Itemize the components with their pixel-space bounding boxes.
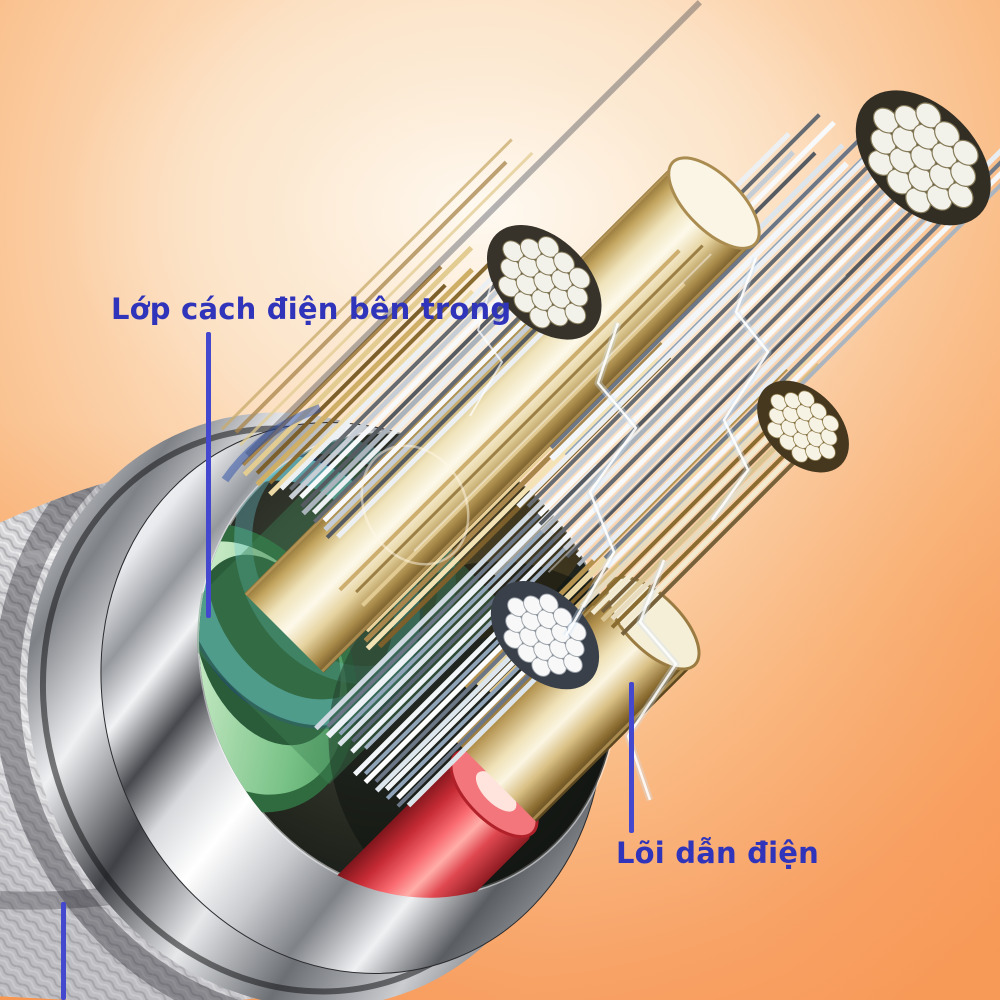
label-conductor-core: Lõi dẫn điện [616,836,819,870]
label-inner-insulation: Lớp cách điện bên trong [111,292,512,326]
cream-core-wire [244,156,761,673]
sheen-highlights [413,206,864,576]
wire-strand-area [170,0,1000,984]
ghost-tube-ring [360,444,470,566]
blue-rim-arc [221,404,322,483]
callout-line-conductor-core [629,682,634,833]
fan-top-edge-shadow [245,0,702,457]
gold-bundle-right [580,375,855,636]
electric-arcs [469,256,772,802]
callout-line-inner-insulation [206,332,211,618]
silver-bundle-top-right [516,78,1000,567]
white-bundle-center [352,575,605,808]
silver-bundle-top-middle [279,216,611,539]
cream-wire-end-cap [667,156,761,250]
callout-line-braid-sheath [61,902,66,1000]
strands-over-cream [338,244,704,607]
